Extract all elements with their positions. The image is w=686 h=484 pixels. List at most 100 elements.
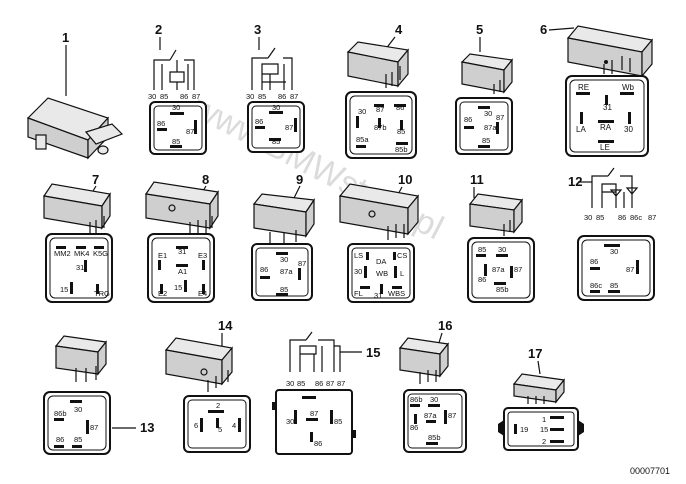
callout-5: 5 (476, 22, 483, 37)
pin-2-87b: 87 (186, 127, 194, 136)
pin-11-86: 86 (478, 275, 486, 284)
pin-3-86: 86 (278, 92, 286, 101)
pin-7-MM2: MM2 (54, 249, 71, 258)
pin-6-30: 30 (624, 125, 633, 134)
pin-4-87: 87 (376, 105, 384, 114)
pin-2-85: 85 (160, 92, 168, 101)
pin-11-30: 30 (498, 245, 506, 254)
relay-5: 5 30 86 87 87a 85 (455, 22, 514, 155)
relay-14: 14 2 6 5 4 (164, 318, 251, 453)
pin-6-RA: RA (600, 123, 612, 132)
pin-10-L: L (400, 269, 404, 278)
pin-15-86b: 86 (314, 439, 322, 448)
pin-9-87a: 87a (280, 267, 293, 276)
pin-2-85b: 85 (172, 137, 180, 146)
pin-12-86: 86 (618, 213, 626, 222)
pin-5-87a: 87a (484, 123, 497, 132)
pin-5-86: 86 (464, 115, 472, 124)
pin-13-30: 30 (74, 405, 82, 414)
callout-10: 10 (398, 172, 412, 187)
pin-16-87a: 87a (424, 411, 437, 420)
pin-2-30b: 30 (172, 103, 180, 112)
pin-12-87b: 87 (626, 265, 634, 274)
pin-13-85: 85 (74, 435, 82, 444)
pin-7-TRG: TRG (94, 289, 110, 298)
pin-8-31: 31 (178, 247, 186, 256)
pin-9-85: 85 (280, 285, 288, 294)
pin-5-85: 85 (482, 136, 490, 145)
pin-13-87: 87 (90, 423, 98, 432)
relay-6: 6 RE Wb 31 LA RA 30 LE (540, 22, 654, 157)
pin-14-2: 2 (216, 401, 220, 410)
pin-5-87: 87 (496, 113, 504, 122)
callout-14: 14 (218, 318, 233, 333)
pin-10-31: 31 (374, 291, 382, 300)
pin-3-85b: 85 (272, 137, 280, 146)
callout-9: 9 (296, 172, 303, 187)
pin-15-86: 86 (315, 379, 323, 388)
pin-6-LE: LE (600, 143, 610, 152)
relay-2: 2 30 85 86 87 30 86 87 85 (148, 22, 207, 155)
pin-9-86: 86 (260, 265, 268, 274)
callout-11: 11 (470, 172, 484, 187)
pin-17-15: 15 (540, 425, 548, 434)
relay-1: 1 (26, 30, 124, 160)
relay-4: 4 30 87 86 87b 85 85a 85b (345, 22, 417, 159)
pin-2-86: 86 (180, 92, 188, 101)
relay-13: 86b 30 87 86 85 13 (43, 335, 154, 455)
callout-2: 2 (155, 22, 162, 37)
relay-8: 8 E1 31 E3 A1 15 E2 E4 (144, 172, 220, 303)
pin-12-85: 85 (596, 213, 604, 222)
pin-11-87a: 87a (492, 265, 505, 274)
pin-12-86cb: 86c (590, 281, 602, 290)
pin-6-RE: RE (578, 83, 589, 92)
pin-4-30: 30 (358, 107, 366, 116)
pin-14-4: 4 (232, 421, 236, 430)
pin-15-85b: 85 (334, 417, 342, 426)
pin-9-87: 87 (298, 259, 306, 268)
callout-13: 13 (140, 420, 154, 435)
pin-11-85b: 85b (496, 285, 509, 294)
pin-11-85: 85 (478, 245, 486, 254)
pin-12-85b: 85 (610, 281, 618, 290)
pin-10-LS: LS (354, 251, 363, 260)
callout-4: 4 (395, 22, 403, 37)
pin-7-15: 15 (60, 285, 68, 294)
pin-3-86b: 86 (255, 117, 263, 126)
pin-15-30: 30 (286, 379, 294, 388)
callout-12: 12 (568, 174, 582, 189)
relay-15: 15 30 85 86 87 87 30 87 85 86 (272, 331, 380, 455)
catalog-number: 00007701 (630, 466, 670, 476)
pin-3-30b: 30 (272, 103, 280, 112)
pin-7-K5G: K5G (93, 249, 108, 258)
pin-7-31: 31 (76, 263, 84, 272)
pin-17-19: 19 (520, 425, 528, 434)
pin-8-15: 15 (174, 283, 182, 292)
pin-12-87: 87 (648, 213, 656, 222)
callout-15: 15 (366, 345, 380, 360)
pin-6-LA: LA (576, 125, 586, 134)
pin-2-30: 30 (148, 92, 156, 101)
pin-4-85b: 85b (395, 145, 408, 154)
pin-12-86b: 86 (590, 257, 598, 266)
relay-3: 3 30 85 86 87 30 86 87 85 (246, 22, 305, 153)
pin-6-31: 31 (603, 103, 612, 112)
callout-7: 7 (92, 172, 99, 187)
pin-13-86b: 86b (54, 409, 67, 418)
pin-16-85b: 85b (428, 433, 441, 442)
pin-4-85: 85 (397, 127, 405, 136)
pin-17-2: 2 (542, 437, 546, 446)
relay-10: 10 LS CS DA 30 WB L FL 31 WBS (338, 172, 420, 303)
relay-17: 17 1 19 15 2 (498, 346, 584, 451)
pin-10-WB: WB (376, 269, 388, 278)
pin-12-30: 30 (584, 213, 592, 222)
pin-6-Wb: Wb (622, 83, 635, 92)
pin-16-30: 30 (430, 395, 438, 404)
relay-9: 9 30 86 87 87a 85 (251, 172, 316, 301)
pin-14-5: 5 (218, 425, 222, 434)
callout-17: 17 (528, 346, 542, 361)
callout-8: 8 (202, 172, 209, 187)
pin-10-WBS: WBS (388, 289, 405, 298)
pin-16-86: 86 (410, 423, 418, 432)
